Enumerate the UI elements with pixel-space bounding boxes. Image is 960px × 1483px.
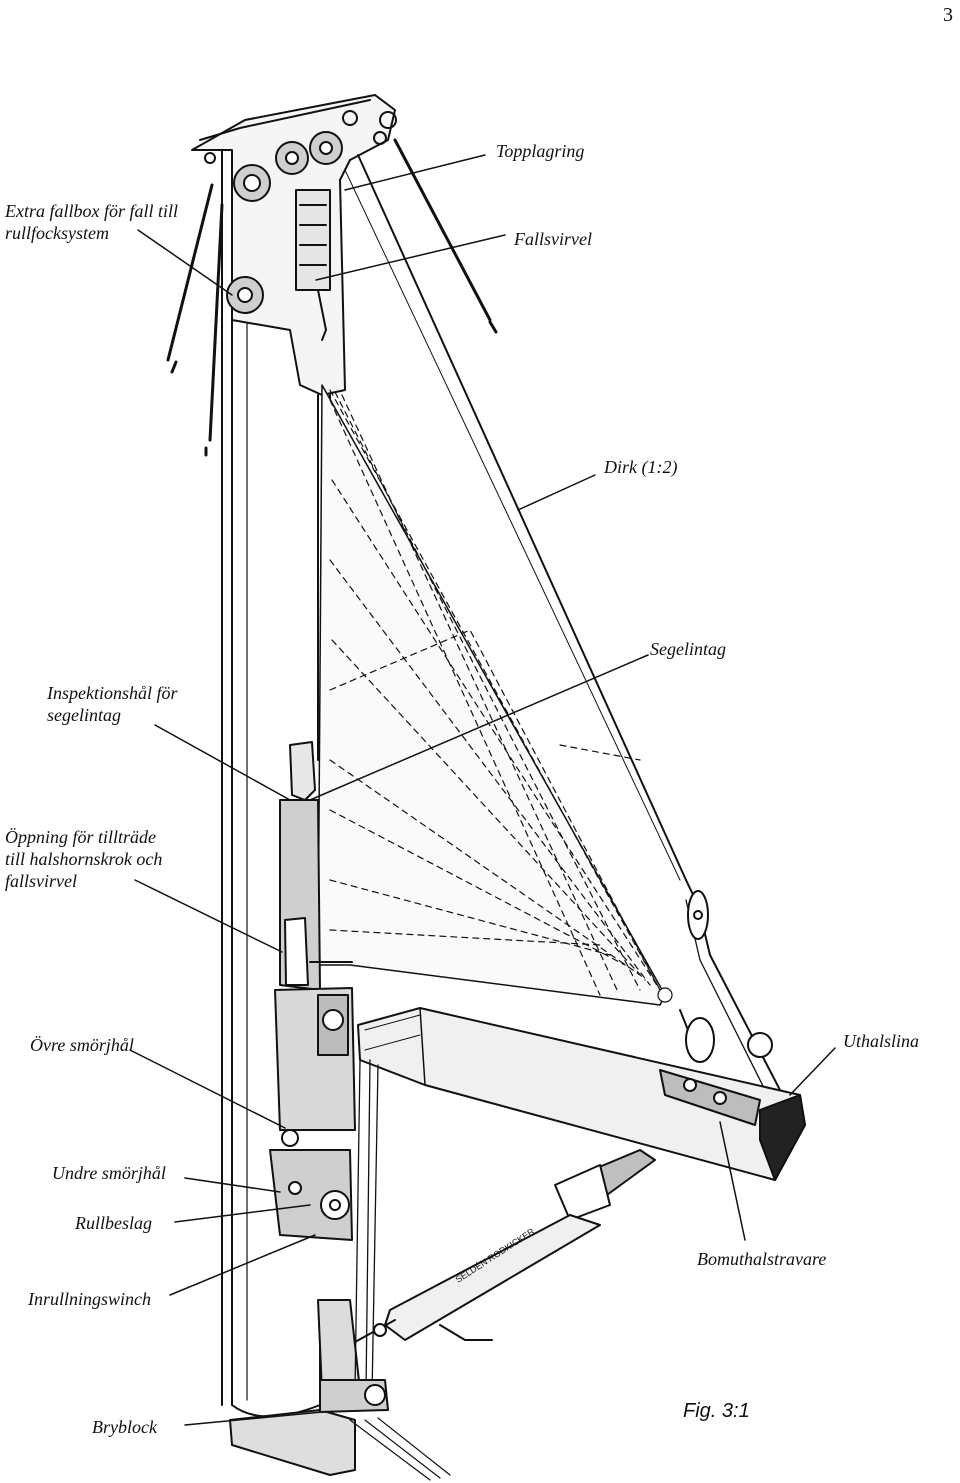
label-dirk: Dirk (1:2)	[604, 457, 678, 477]
mast-inspection-slot	[279, 741, 353, 991]
rodkicker	[354, 1149, 656, 1343]
label-inspektionshal: Inspektionshål för segelintag	[47, 683, 178, 725]
label-segelintag: Segelintag	[650, 639, 726, 659]
label-oppning: Öppning för tillträde till halshornskrok…	[5, 827, 163, 891]
label-fallsvirvel: Fallsvirvel	[514, 229, 592, 249]
label-rullbeslag: Rullbeslag	[75, 1213, 152, 1233]
mast-foot	[229, 1379, 451, 1481]
label-inrullningswinch: Inrullningswinch	[28, 1289, 152, 1309]
label-uthalslina: Uthalslina	[843, 1031, 920, 1051]
sail-panel	[317, 384, 673, 1006]
outhaul-line	[354, 1059, 379, 1396]
figure-label: Fig. 3:1	[683, 1400, 750, 1422]
label-extra-fallbox: Extra fallbox för fall till rullfocksyst…	[5, 201, 178, 243]
label-undre-smorjhal: Undre smörjhål	[52, 1163, 166, 1183]
masthead-box	[191, 94, 397, 396]
label-bryblock: Bryblock	[92, 1417, 157, 1437]
gooseneck	[269, 987, 361, 1393]
label-ovre-smorjhal: Övre smörjhål	[30, 1035, 134, 1055]
label-bomuthalstravare: Bomuthalstravare	[697, 1249, 827, 1269]
shroud-wires	[166, 138, 498, 457]
label-topplagring: Topplagring	[496, 141, 585, 161]
boom	[357, 1007, 806, 1181]
leader-lines	[129, 154, 836, 1426]
page-number: 3	[943, 4, 953, 26]
dirk-line	[344, 154, 781, 1101]
